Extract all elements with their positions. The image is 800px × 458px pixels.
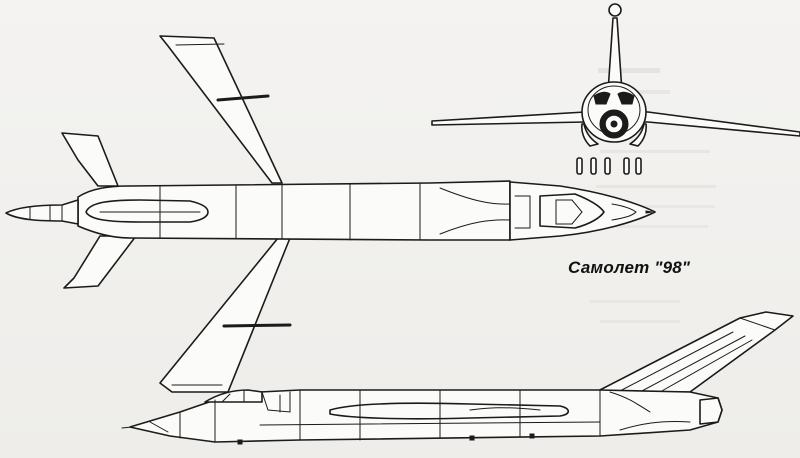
front-fin-tip-fairing xyxy=(608,3,622,17)
front-view xyxy=(431,3,800,175)
front-landing-gear xyxy=(576,157,642,175)
aircraft-caption: Самолет "98" xyxy=(568,258,691,277)
plan-lower-wing xyxy=(159,237,291,393)
plan-lower-tailplane xyxy=(63,235,137,289)
plan-upper-tailplane xyxy=(61,132,119,187)
side-cockpit-canopy xyxy=(204,389,263,403)
side-exhaust xyxy=(699,397,723,425)
plan-view xyxy=(5,35,656,393)
side-view xyxy=(121,311,794,445)
front-fin xyxy=(607,17,623,93)
plan-upper-wing xyxy=(159,35,283,184)
side-dorsal-fairing xyxy=(329,402,570,420)
plan-side-fairing xyxy=(85,199,209,223)
plan-exhaust-cone xyxy=(5,199,79,225)
